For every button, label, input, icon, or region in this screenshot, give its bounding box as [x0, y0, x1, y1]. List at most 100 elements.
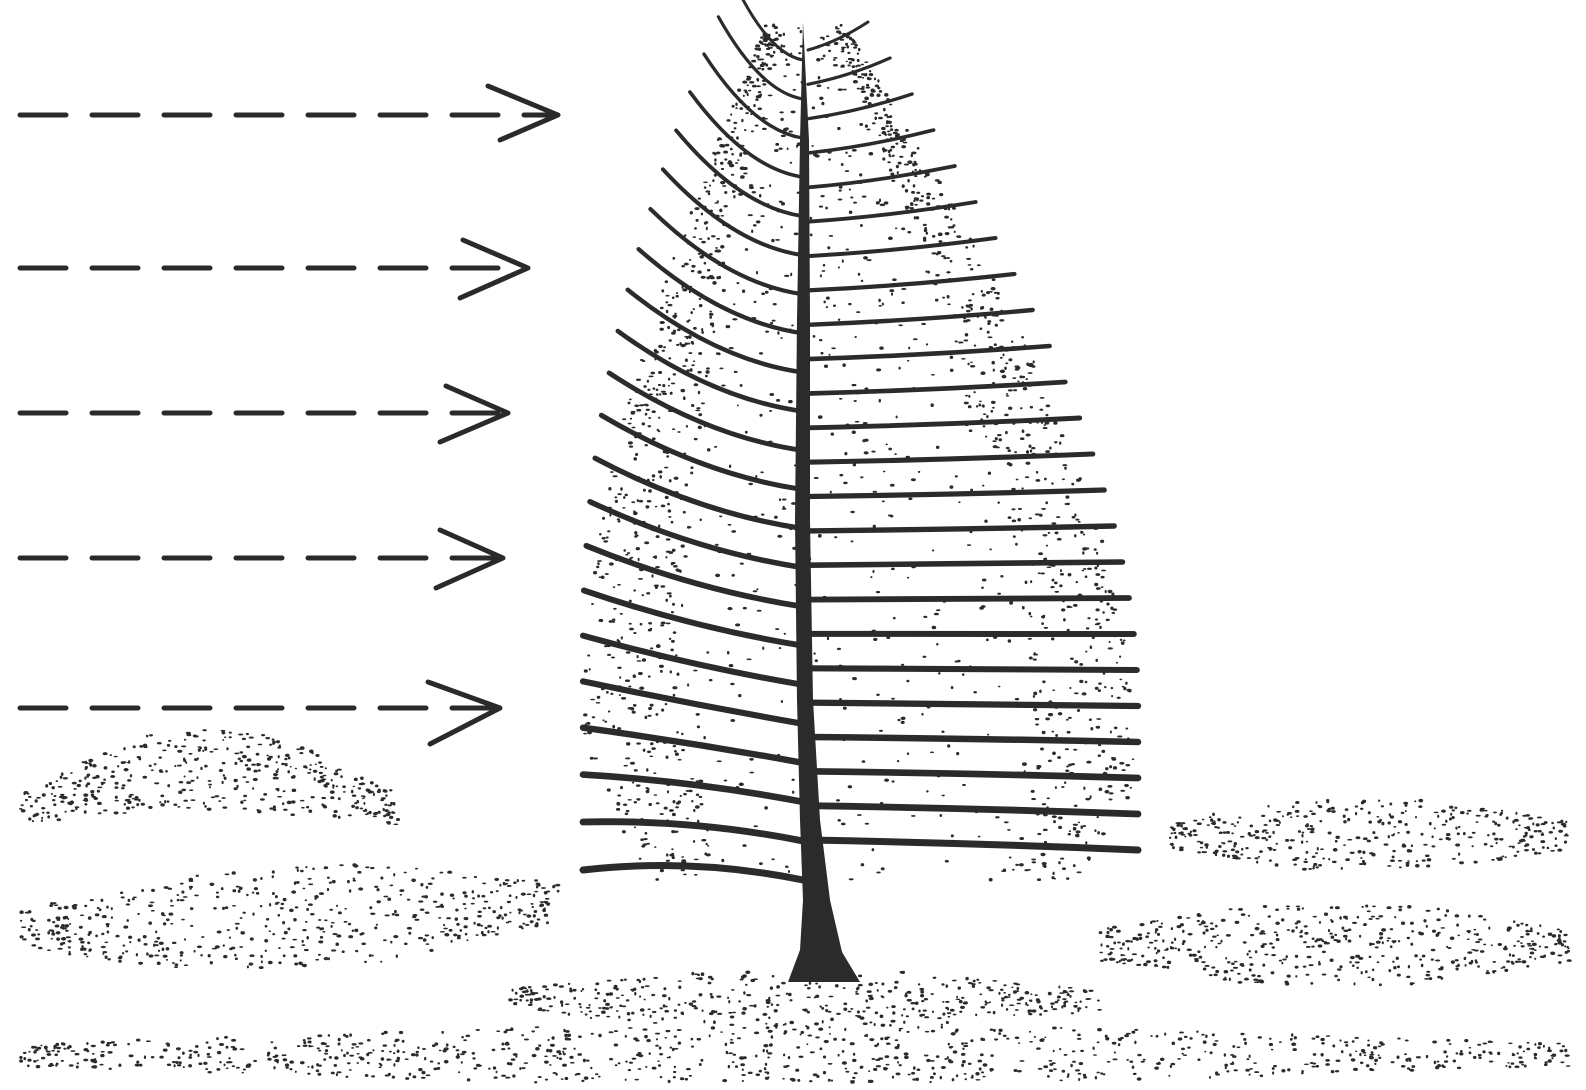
ground-stipple-dot [361, 795, 365, 797]
ground-stipple-dot [1537, 817, 1542, 819]
ground-stipple-dot [684, 1002, 687, 1004]
foliage-stipple-dot [849, 878, 854, 880]
ground-stipple-dot [765, 1023, 767, 1025]
ground-stipple-dot [536, 883, 541, 886]
foliage-stipple-dot [669, 595, 672, 598]
foliage-stipple-dot [1026, 434, 1031, 437]
foliage-stipple-dot [694, 383, 699, 386]
foliage-stipple-dot [593, 757, 598, 759]
ground-stipple-dot [728, 1012, 732, 1014]
ground-stipple-dot [945, 1007, 948, 1009]
foliage-stipple-dot [997, 292, 1000, 295]
ground-stipple-dot [1476, 821, 1479, 823]
ground-stipple-dot [1250, 824, 1254, 827]
ground-stipple-dot [628, 1069, 631, 1071]
ground-stipple-dot [1543, 1045, 1545, 1048]
ground-stipple-dot [741, 975, 745, 979]
foliage-stipple-dot [655, 506, 658, 508]
ground-stipple-dot [443, 928, 448, 930]
ground-stipple-dot [1387, 821, 1390, 824]
ground-stipple-dot [1391, 834, 1394, 836]
ground-stipple-dot [1249, 963, 1253, 966]
ground-stipple-dot [538, 1007, 542, 1010]
ground-stipple-dot [1494, 838, 1498, 841]
ground-stipple-dot [180, 951, 184, 954]
ground-stipple-dot [1335, 840, 1338, 843]
foliage-stipple-dot [668, 385, 670, 387]
foliage-stipple-dot [830, 491, 832, 494]
ground-stipple-dot [128, 760, 130, 762]
ground-stipple-dot [552, 885, 555, 888]
ground-stipple-dot [1518, 1056, 1522, 1058]
foliage-stipple-dot [966, 258, 971, 260]
ground-stipple-dot [89, 763, 92, 767]
ground-stipple-dot [100, 1054, 104, 1057]
ground-stipple-dot [1200, 847, 1203, 849]
foliage-stipple-dot [1068, 717, 1072, 719]
ground-stipple-dot [221, 797, 225, 799]
foliage-stipple-dot [646, 790, 650, 793]
foliage-stipple-dot [1062, 464, 1067, 466]
foliage-stipple-dot [694, 438, 698, 440]
ground-stipple-dot [1261, 945, 1265, 948]
ground-stipple-dot [1446, 833, 1451, 836]
ground-stipple-dot [167, 1064, 171, 1067]
foliage-stipple-dot [864, 61, 868, 63]
ground-stipple-dot [316, 927, 320, 929]
ground-stipple-dot [875, 1011, 879, 1014]
foliage-stipple-dot [687, 683, 689, 686]
foliage-stipple-dot [667, 304, 672, 307]
ground-stipple-dot [285, 754, 290, 757]
ground-stipple-dot [515, 896, 517, 899]
ground-stipple-dot [1347, 839, 1352, 841]
foliage-stipple-dot [1114, 727, 1118, 730]
foliage-stipple-dot [1052, 689, 1055, 691]
foliage-stipple-dot [1008, 389, 1013, 391]
ground-stipple-dot [342, 950, 345, 953]
ground-stipple-dot [440, 931, 445, 933]
ground-stipple-dot [1205, 1035, 1207, 1039]
ground-stipple-dot [1226, 934, 1231, 937]
ground-stipple-dot [680, 1077, 685, 1080]
ground-stipple-dot [1229, 978, 1231, 982]
ground-stipple-dot [972, 985, 975, 988]
ground-stipple-dot [530, 1001, 533, 1004]
foliage-stipple-dot [706, 227, 708, 230]
ground-stipple-dot [424, 1057, 426, 1061]
foliage-stipple-dot [621, 636, 623, 639]
ground-stipple-dot [1449, 817, 1452, 820]
ground-stipple-dot [797, 1079, 800, 1082]
ground-stipple-dot [297, 869, 299, 872]
ground-stipple-dot [1484, 843, 1488, 846]
ground-stipple-dot [416, 1051, 419, 1053]
foliage-stipple-dot [634, 801, 637, 804]
ground-stipple-dot [110, 754, 112, 756]
foliage-stipple-dot [993, 445, 998, 448]
ground-stipple-dot [284, 758, 287, 760]
foliage-stipple-dot [1000, 357, 1003, 359]
ground-stipple-dot [418, 1068, 422, 1071]
ground-stipple-dot [89, 948, 92, 951]
ground-stipple-dot [1304, 1063, 1309, 1065]
ground-stipple-dot [121, 761, 126, 764]
foliage-stipple-dot [934, 613, 939, 616]
foliage-stipple-dot [661, 709, 664, 712]
ground-stipple-dot [494, 878, 499, 881]
ground-stipple-dot [1193, 820, 1197, 822]
foliage-stipple-dot [734, 371, 738, 373]
ground-stipple-dot [1255, 950, 1258, 953]
ground-stipple-dot [1551, 1057, 1553, 1059]
foliage-stipple-dot [811, 145, 814, 147]
ground-stipple-dot [204, 746, 207, 748]
ground-stipple-dot [455, 908, 458, 911]
foliage-stipple-dot [783, 75, 786, 77]
ground-stipple-dot [1405, 804, 1408, 807]
ground-stipple-dot [1036, 998, 1040, 1001]
ground-stipple-dot [235, 923, 240, 925]
ground-stipple-dot [315, 763, 317, 765]
ground-stipple-dot [1519, 1061, 1524, 1064]
ground-stipple-dot [106, 925, 109, 928]
ground-stipple-dot [1468, 931, 1471, 933]
ground-stipple-dot [148, 806, 152, 809]
ground-stipple-dot [542, 909, 546, 913]
